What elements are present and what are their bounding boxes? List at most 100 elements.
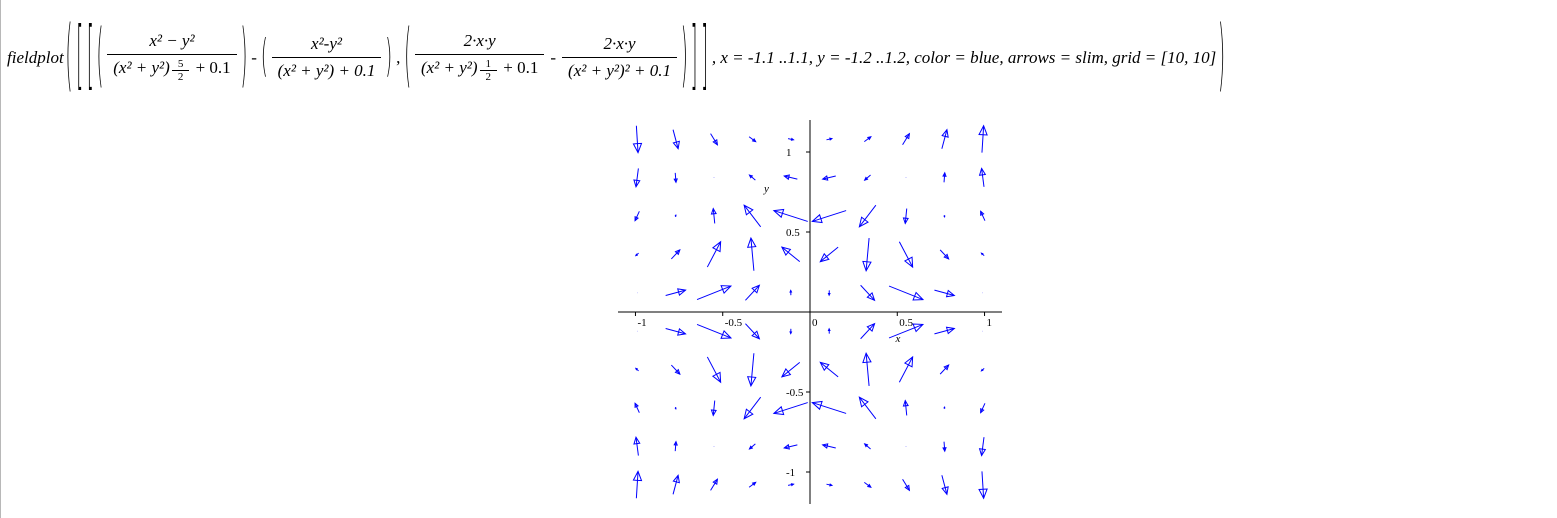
field-arrow — [772, 208, 808, 222]
arrow-shaft — [743, 204, 762, 228]
arrow-head — [790, 483, 795, 487]
arrow-shaft — [943, 441, 946, 452]
field-arrow — [634, 402, 640, 413]
field-arrow — [670, 248, 681, 260]
close-paren: ) — [1218, 11, 1225, 104]
arrow-shaft — [712, 400, 716, 416]
arrow-shaft — [773, 402, 808, 414]
arrow-shaft — [939, 249, 950, 260]
arrow-shaft — [943, 172, 946, 183]
arrow-shaft — [749, 443, 756, 450]
arrow-shaft — [860, 323, 875, 340]
y-axis-label: y — [763, 183, 769, 195]
arrow-head — [632, 142, 643, 154]
arrow-shaft — [635, 125, 639, 153]
field-arrow — [706, 240, 722, 268]
arrow-shaft — [750, 353, 755, 387]
field-arrow — [826, 137, 834, 141]
arrow-head — [712, 138, 719, 146]
arrow-head — [980, 252, 984, 256]
arrow-head — [941, 486, 949, 496]
open-bracket-outer: [ — [76, 13, 83, 102]
field-arrow — [860, 284, 876, 302]
arrow-head — [978, 488, 988, 500]
arrow-head — [862, 260, 872, 272]
arrow-shaft — [864, 481, 872, 488]
arrow-shaft — [934, 289, 955, 296]
arrow-shaft — [635, 471, 639, 499]
arrow-shaft — [674, 172, 677, 183]
arrow-shaft — [781, 246, 801, 263]
arrow-head — [858, 396, 869, 408]
arrow-shaft — [898, 356, 914, 383]
arrow-shaft — [665, 289, 686, 296]
field-arrow — [745, 323, 761, 340]
field-arrow — [978, 437, 987, 457]
x-tick-label: 0 — [812, 317, 818, 329]
arrow-shaft — [672, 475, 679, 495]
arrow-shaft — [670, 364, 681, 375]
arrow-shaft — [860, 284, 875, 301]
arrow-shaft — [743, 396, 762, 420]
field-arrow — [783, 174, 798, 181]
field-arrow — [978, 167, 987, 187]
arrow-head — [827, 327, 831, 332]
field-arrow — [939, 364, 950, 375]
arrow-shaft — [706, 356, 722, 383]
field-arrow — [673, 172, 678, 184]
field-arrow — [863, 174, 871, 181]
arrow-head — [827, 292, 831, 297]
field-arrow — [633, 168, 641, 189]
field-arrow — [980, 403, 986, 414]
arrow-head — [720, 329, 733, 339]
arrow-shaft — [712, 208, 716, 224]
arrow-shaft — [750, 237, 755, 271]
arrow-head — [821, 443, 829, 449]
arrow-head — [866, 483, 872, 488]
arrow-head — [712, 478, 719, 486]
y-tick-label: 0.5 — [786, 227, 800, 239]
field-arrow — [888, 285, 925, 301]
arrow-shaft — [670, 249, 681, 260]
x-tick-label: -1 — [637, 317, 646, 329]
field-arrow — [941, 128, 949, 149]
arrow-shaft — [710, 133, 718, 146]
field-arrow — [821, 443, 836, 449]
arrow-head — [790, 137, 795, 141]
arrow-head — [673, 440, 678, 446]
arrow-head — [943, 215, 946, 219]
field-arrow — [789, 289, 793, 296]
arrow-head — [634, 402, 639, 409]
fraction-4: 2·x·y (x² + y²)² + 0.1 — [562, 34, 677, 81]
field-arrow — [743, 204, 762, 228]
arrow-head — [634, 215, 639, 222]
field-arrow — [943, 215, 946, 219]
arrow-head — [772, 405, 785, 416]
field-arrow — [710, 207, 717, 224]
arrow-shaft — [696, 285, 732, 301]
field-arrow — [783, 443, 798, 450]
arrow-shaft — [941, 475, 948, 495]
field-arrow — [864, 481, 872, 488]
arrow-head — [903, 256, 914, 269]
arrow-shaft — [902, 133, 910, 146]
arrow-head — [811, 213, 823, 224]
field-arrow — [858, 204, 877, 228]
field-arrow — [858, 396, 877, 420]
arrow-shaft — [934, 328, 955, 335]
field-arrow — [772, 402, 808, 416]
arrow-head — [978, 448, 987, 457]
arrow-head — [780, 246, 792, 256]
arrow-head — [634, 367, 639, 371]
x-tick-label: 0.5 — [899, 317, 913, 329]
field-arrow — [819, 246, 839, 263]
arrow-head — [772, 208, 785, 219]
field-arrow — [746, 353, 757, 388]
arrow-head — [912, 291, 925, 301]
arrow-shaft — [864, 174, 871, 181]
arrow-shaft — [822, 175, 836, 180]
field-arrow — [862, 352, 872, 387]
